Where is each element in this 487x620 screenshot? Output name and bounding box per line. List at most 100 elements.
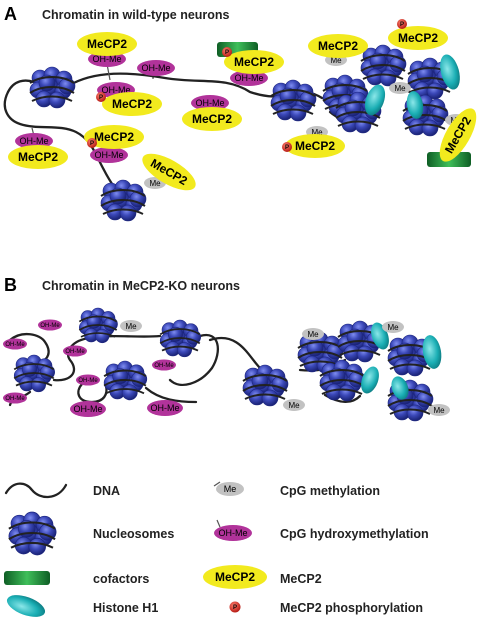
svg-text:P: P bbox=[233, 605, 237, 611]
me-badge: Me bbox=[428, 404, 450, 416]
svg-text:MeCP2: MeCP2 bbox=[192, 112, 232, 126]
svg-text:OH-Me: OH-Me bbox=[142, 63, 171, 73]
nucleosome bbox=[13, 354, 55, 393]
phospho-icon: P bbox=[282, 142, 292, 152]
svg-text:P: P bbox=[99, 95, 103, 101]
ohme-badge: OH-Me bbox=[191, 95, 229, 111]
nucleosome bbox=[103, 360, 148, 401]
svg-text:MeCP2: MeCP2 bbox=[112, 97, 152, 111]
svg-text:OH-Me: OH-Me bbox=[5, 342, 25, 348]
ohme-badge: OH-Me bbox=[63, 345, 87, 357]
nucleosome bbox=[337, 320, 384, 363]
mecp2-badge: MeCP2 bbox=[84, 125, 144, 149]
panel-b-nucleosomes bbox=[13, 307, 434, 422]
svg-text:OH-Me: OH-Me bbox=[219, 528, 248, 538]
svg-text:OH-Me: OH-Me bbox=[65, 349, 85, 355]
panel-a-phospho: P P P P P bbox=[87, 19, 407, 152]
mecp2-badge: MeCP2 bbox=[308, 34, 368, 58]
me-badge: Me bbox=[389, 82, 411, 94]
svg-text:Me: Me bbox=[125, 322, 137, 331]
mecp2-badge: MeCP2 bbox=[285, 134, 345, 158]
ohme-badge: OH-Me bbox=[230, 70, 268, 86]
panel-b-letter: B bbox=[4, 275, 17, 295]
cpg-hydroxymethylation-legend-icon: OH-Me bbox=[214, 525, 252, 541]
mecp2-badge: MeCP2 bbox=[77, 32, 137, 56]
phospho-icon: P bbox=[397, 19, 407, 29]
svg-text:Me: Me bbox=[288, 401, 300, 410]
panel-b-title: Chromatin in MeCP2-KO neurons bbox=[42, 279, 240, 293]
svg-text:MeCP2: MeCP2 bbox=[215, 570, 255, 584]
svg-text:Me: Me bbox=[387, 323, 399, 332]
phospho-icon: P bbox=[96, 92, 106, 102]
nucleosome bbox=[159, 319, 201, 358]
svg-text:P: P bbox=[225, 50, 229, 56]
svg-text:MeCP2: MeCP2 bbox=[94, 130, 134, 144]
svg-text:MeCP2: MeCP2 bbox=[234, 55, 274, 69]
phospho-legend-icon: P bbox=[229, 601, 241, 613]
histone-h1-icon bbox=[440, 54, 460, 90]
ohme-badge: OH-Me bbox=[76, 374, 100, 386]
histone-h1-icon bbox=[361, 366, 379, 394]
phospho-icon: P bbox=[222, 47, 232, 57]
panel-b-histone-h1 bbox=[361, 322, 442, 400]
nucleosome bbox=[100, 179, 147, 222]
me-badge: Me bbox=[382, 321, 404, 333]
ohme-badge: OH-Me bbox=[70, 401, 106, 417]
ohme-badge: OH-Me bbox=[3, 392, 27, 404]
nucleosome bbox=[335, 91, 382, 134]
phospho-icon: P bbox=[87, 138, 97, 148]
panel-b-ohme-marks: OH-Me OH-Me OH-Me OH-Me OH-Me OH-Me OH-M… bbox=[3, 319, 183, 417]
nucleosome bbox=[242, 364, 289, 407]
legend-cpg-methylation-label: CpG methylation bbox=[280, 484, 380, 498]
ohme-badge: OH-Me bbox=[90, 147, 128, 163]
histone-h1-icon bbox=[364, 84, 386, 116]
panel-a-histone-h1 bbox=[364, 54, 460, 119]
legend-cpg-hydroxymethylation-label: CpG hydroxymethylation bbox=[280, 527, 429, 541]
histone-h1-icon bbox=[406, 91, 424, 119]
histone-h1-icon bbox=[422, 335, 442, 369]
svg-text:OH-Me: OH-Me bbox=[74, 404, 103, 414]
legend-mecp2-phosphorylation-label: MeCP2 phosphorylation bbox=[280, 601, 423, 615]
mecp2-legend-icon: MeCP2 bbox=[203, 565, 267, 589]
svg-text:OH-Me: OH-Me bbox=[93, 54, 122, 64]
me-badge: Me bbox=[120, 320, 142, 332]
cofactor-legend-icon bbox=[4, 571, 50, 585]
mecp2-badge: MeCP2 bbox=[8, 145, 68, 169]
panel-b-me-marks: Me Me Me Me Me bbox=[120, 320, 450, 416]
svg-text:MeCP2: MeCP2 bbox=[295, 139, 335, 153]
histone-h1-legend-icon bbox=[6, 595, 46, 617]
svg-text:OH-Me: OH-Me bbox=[78, 378, 98, 384]
mecp2-badge: MeCP2 bbox=[388, 26, 448, 50]
svg-text:MeCP2: MeCP2 bbox=[87, 37, 127, 51]
svg-text:MeCP2: MeCP2 bbox=[18, 150, 58, 164]
svg-text:OH-Me: OH-Me bbox=[154, 363, 174, 369]
nucleosome bbox=[387, 334, 434, 377]
panel-a-title: Chromatin in wild-type neurons bbox=[42, 8, 230, 22]
cpg-methylation-legend-icon: Me bbox=[216, 482, 244, 496]
svg-text:OH-Me: OH-Me bbox=[235, 73, 264, 83]
svg-text:Me: Me bbox=[224, 484, 237, 494]
me-badge: Me bbox=[302, 328, 324, 340]
svg-text:OH-Me: OH-Me bbox=[196, 98, 225, 108]
ohme-badge: OH-Me bbox=[147, 400, 183, 416]
svg-text:OH-Me: OH-Me bbox=[102, 85, 131, 95]
svg-text:OH-Me: OH-Me bbox=[40, 323, 60, 329]
nucleosome-legend-icon bbox=[8, 511, 57, 556]
nucleosome bbox=[270, 79, 317, 122]
svg-text:Me: Me bbox=[394, 84, 406, 93]
ohme-badge: OH-Me bbox=[137, 60, 175, 76]
ohme-badge: OH-Me bbox=[3, 338, 27, 350]
ohme-badge: OH-Me bbox=[38, 319, 62, 331]
nucleosome bbox=[360, 44, 407, 87]
legend: DNA Nucleosomes cofactors Histone H1 Me … bbox=[4, 481, 429, 617]
histone-h1-icon bbox=[391, 376, 409, 400]
legend-cofactors-label: cofactors bbox=[93, 572, 149, 586]
nucleosome bbox=[29, 66, 76, 109]
svg-text:P: P bbox=[400, 22, 404, 28]
legend-dna-label: DNA bbox=[93, 484, 120, 498]
svg-text:Me: Me bbox=[311, 128, 323, 137]
legend-mecp2-label: MeCP2 bbox=[280, 572, 322, 586]
svg-text:Me: Me bbox=[307, 330, 319, 339]
mecp2-badge: MeCP2 bbox=[102, 92, 162, 116]
